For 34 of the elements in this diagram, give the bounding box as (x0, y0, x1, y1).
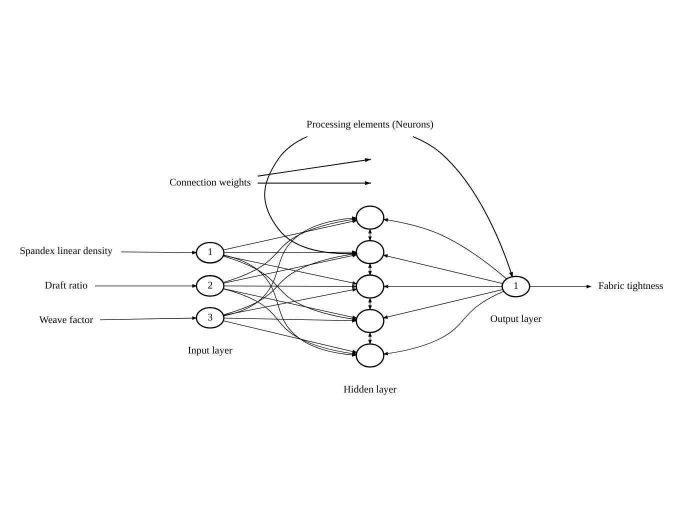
arrow (368, 332, 372, 345)
label: Hidden layer (344, 384, 397, 396)
arrow (120, 250, 198, 254)
node-text: Weave factor (39, 314, 94, 326)
arrow (368, 228, 372, 242)
node-circle (356, 308, 384, 334)
node-text: Connection weights (169, 178, 251, 189)
arrow (382, 254, 503, 284)
arrow (383, 284, 502, 288)
node-circle (356, 240, 384, 264)
node-circle (356, 205, 384, 230)
arrow (223, 320, 358, 354)
arrow (529, 284, 592, 288)
node-circle (356, 343, 384, 368)
arrow (382, 291, 504, 356)
arrow (368, 262, 372, 276)
node-circle (356, 274, 384, 299)
arrow (224, 284, 358, 288)
arrow (94, 284, 198, 288)
arrow (382, 218, 507, 280)
node-text: Draft ratio (44, 280, 88, 292)
node-text: Fabric tightness (598, 280, 664, 292)
node-ellipse: 2 (196, 275, 224, 297)
node-text: Processing elements (Neurons) (306, 119, 434, 130)
arrow (368, 297, 372, 310)
arrow (382, 289, 503, 319)
label: Output layer (490, 314, 542, 326)
label: Input layer (188, 345, 232, 356)
node-text: Spandex linear density (20, 246, 113, 257)
arrow (100, 316, 198, 320)
arrow (412, 136, 513, 278)
node-ellipse: 3 (196, 306, 224, 329)
node-ellipse: 1 (196, 242, 224, 264)
node-ellipse: 1 (502, 276, 530, 298)
